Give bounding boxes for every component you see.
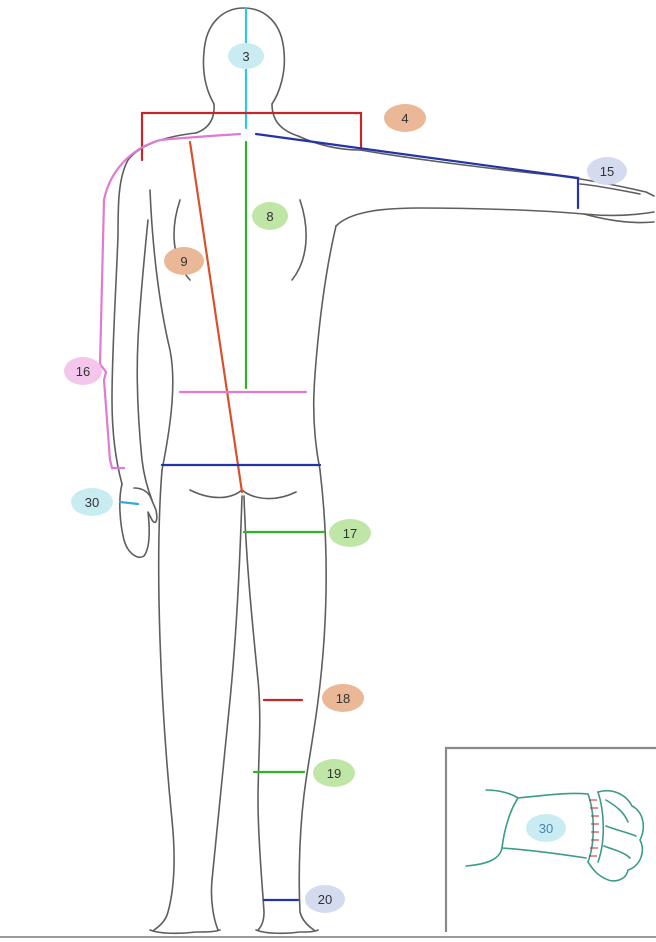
badge-diagonal-text: 9 — [180, 254, 187, 269]
left-hand — [120, 484, 157, 557]
left-leg-inner — [211, 496, 242, 930]
badge-arm-length-text: 15 — [600, 164, 614, 179]
hip-left — [159, 470, 162, 640]
badge-diagonal: 9 — [164, 247, 204, 275]
left-torso — [150, 190, 173, 470]
neck-left — [196, 104, 214, 133]
badge-calf-text: 19 — [327, 766, 341, 781]
left-shoulder-arm — [112, 133, 196, 484]
wrist-line — [120, 502, 138, 504]
inset-fingers — [604, 800, 636, 858]
badge-neck-text: 3 — [242, 49, 249, 64]
hip-right — [320, 470, 326, 640]
badge-thigh: 17 — [329, 519, 371, 547]
inset-wrist-band — [588, 792, 603, 862]
arm-length-line — [256, 134, 578, 208]
badge-back-length-text: 8 — [266, 209, 273, 224]
badge-calf: 19 — [313, 759, 355, 787]
badge-shoulder: 4 — [384, 104, 426, 132]
right-torso — [314, 226, 336, 470]
badge-sleeve-text: 16 — [76, 364, 90, 379]
badge-knee-text: 18 — [336, 691, 350, 706]
badge-back-length: 8 — [252, 202, 288, 230]
badge-ankle-text: 20 — [318, 892, 332, 907]
right-arm-bottom — [336, 208, 654, 226]
left-foot — [150, 930, 220, 933]
badge-wrist: 30 — [71, 488, 113, 516]
badge-thigh-text: 17 — [343, 526, 357, 541]
badge-sleeve: 16 — [64, 357, 102, 385]
badge-wrist-text: 30 — [85, 495, 99, 510]
inset-badge-wrist-text: 30 — [539, 821, 553, 836]
diagonal-back-line — [190, 142, 242, 492]
right-hand — [580, 184, 654, 223]
neck-right — [272, 104, 298, 136]
body-outline — [112, 8, 654, 933]
left-leg-outer — [154, 640, 174, 930]
inset-sleeve — [466, 790, 518, 866]
badge-neck: 3 — [228, 43, 264, 69]
badge-ankle: 20 — [305, 885, 345, 913]
shoulder-blade-right — [292, 200, 306, 280]
badge-shoulder-text: 4 — [401, 111, 408, 126]
wrist-detail-inset: 30 — [446, 748, 656, 932]
right-leg-inner — [244, 496, 264, 930]
badge-knee: 18 — [322, 684, 364, 712]
inset-badge-wrist: 30 — [526, 814, 566, 842]
left-inner-arm — [137, 220, 152, 500]
badge-arm-length: 15 — [587, 157, 627, 185]
right-foot — [256, 930, 318, 933]
